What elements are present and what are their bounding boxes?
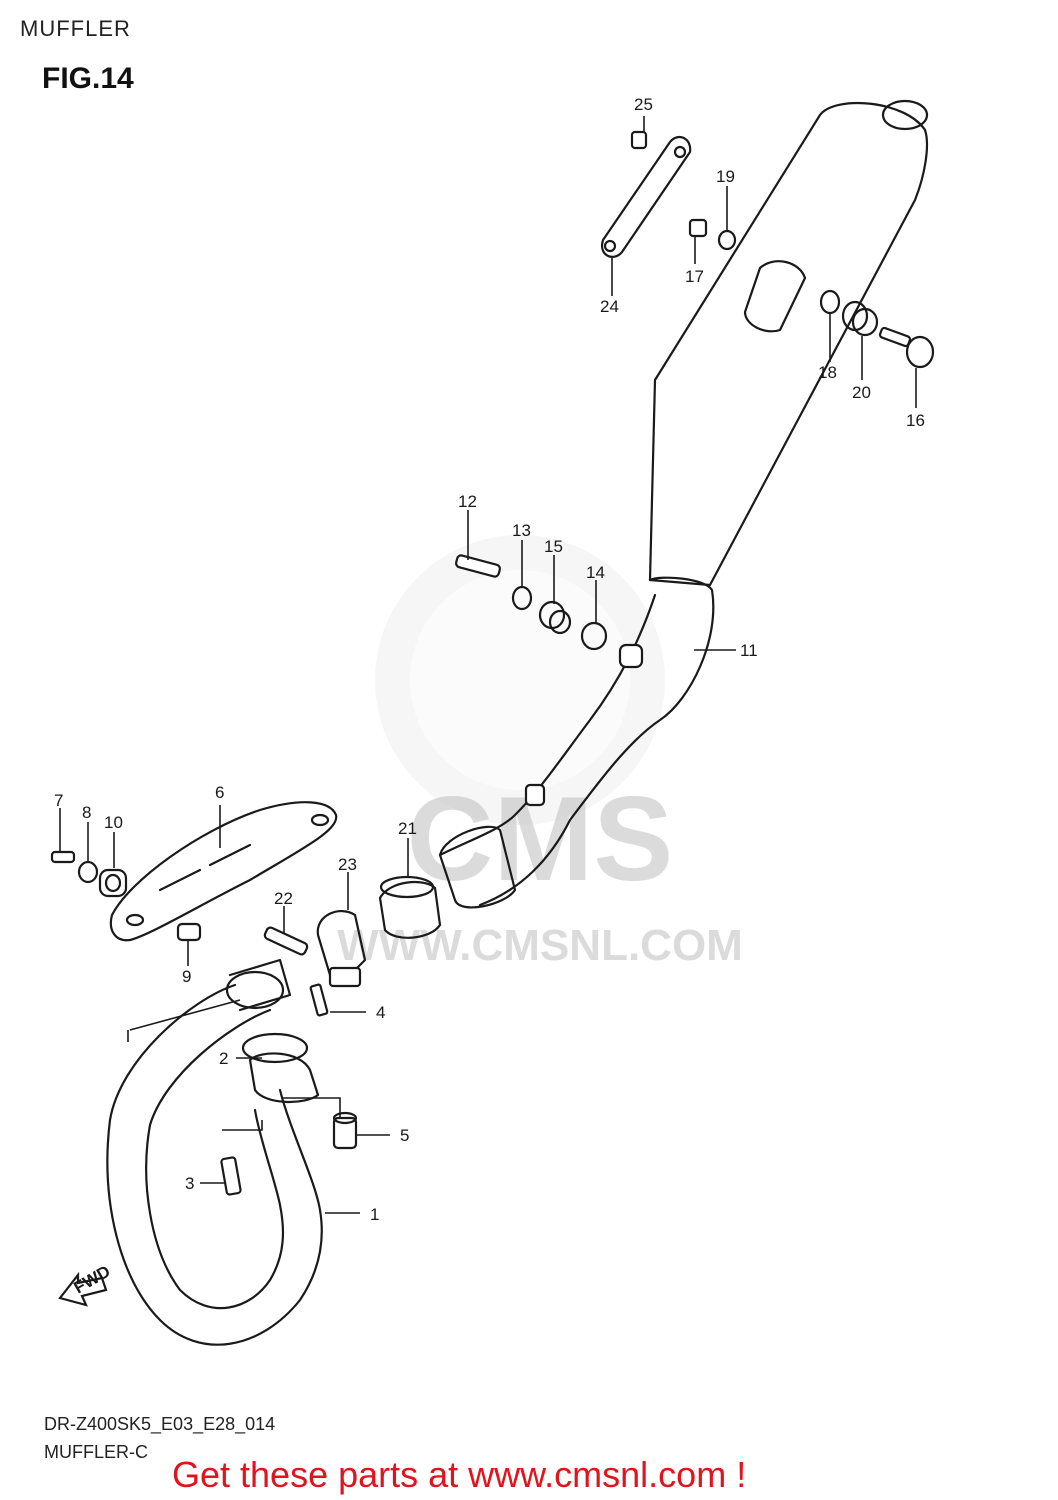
cta-link[interactable]: Get these parts at www.cmsnl.com ! (172, 1454, 747, 1495)
section-label: MUFFLER (20, 16, 131, 41)
part-collar-9[interactable] (176, 922, 202, 942)
figure-label: FIG.14 (42, 62, 134, 95)
callout-10: 10 (104, 813, 123, 832)
callout-21: 21 (398, 819, 417, 838)
part-collar-14[interactable] (580, 621, 608, 651)
part-bolt-22[interactable] (263, 926, 309, 956)
callout-24: 24 (600, 297, 619, 316)
fwd-arrow-icon: FWD (58, 1262, 114, 1307)
callout-13: 13 (512, 521, 531, 540)
callout-3: 3 (185, 1174, 194, 1193)
part-seal-21[interactable] (378, 875, 442, 939)
callout-4: 4 (376, 1003, 385, 1022)
callout-15: 15 (544, 537, 563, 556)
watermark-url: WWW.CMSNL.COM (337, 921, 743, 970)
callout-16: 16 (906, 411, 925, 430)
callout-20: 20 (852, 383, 871, 402)
model-code: DR-Z400SK5_E03_E28_014 (44, 1414, 276, 1434)
callout-17: 17 (685, 267, 704, 286)
part-bolt-7[interactable] (50, 850, 76, 864)
part-grommet-15[interactable] (538, 600, 572, 635)
part-washer-8[interactable] (77, 860, 99, 884)
part-bracket[interactable] (109, 801, 338, 942)
diagram-code: MUFFLER-C (44, 1442, 148, 1462)
callout-23: 23 (338, 855, 357, 874)
callout-2: 2 (219, 1049, 228, 1068)
part-bolt-25[interactable] (630, 130, 648, 150)
watermark: CMS WWW.CMSNL.COM (337, 535, 743, 970)
part-bushing-10[interactable] (98, 868, 128, 898)
part-grommet-20[interactable] (841, 300, 879, 337)
callout-19: 19 (716, 167, 735, 186)
part-washer-19[interactable] (717, 229, 737, 251)
part-gasket[interactable] (241, 1032, 309, 1064)
callout-25: 25 (634, 95, 653, 114)
callout-9: 9 (182, 967, 191, 986)
leader-lines (59, 116, 917, 1214)
part-bolt-12[interactable] (454, 554, 502, 578)
part-strap-24[interactable] (600, 135, 692, 258)
part-bolt-3[interactable] (220, 1156, 242, 1196)
part-stud-4[interactable] (309, 983, 329, 1017)
callout-22: 22 (274, 889, 293, 908)
callout-7: 7 (54, 791, 63, 810)
part-clamp-23[interactable] (316, 910, 367, 988)
part-washer-18[interactable] (819, 289, 841, 315)
part-muffler[interactable] (438, 99, 929, 909)
callout-12: 12 (458, 492, 477, 511)
callout-1: 1 (370, 1205, 379, 1224)
part-nut-5[interactable] (332, 1111, 358, 1150)
callout-11: 11 (740, 641, 758, 660)
callout-18: 18 (818, 363, 837, 382)
part-exhaust-pipe[interactable] (106, 958, 323, 1346)
callout-5: 5 (400, 1126, 409, 1145)
part-nut-17[interactable] (688, 218, 708, 238)
callout-6: 6 (215, 783, 224, 802)
callout-numbers: 1 2 3 4 5 6 7 8 9 10 11 12 13 14 15 16 1… (54, 95, 925, 1224)
callout-14: 14 (586, 563, 605, 582)
part-bolt-16[interactable] (878, 326, 935, 369)
callout-8: 8 (82, 803, 91, 822)
